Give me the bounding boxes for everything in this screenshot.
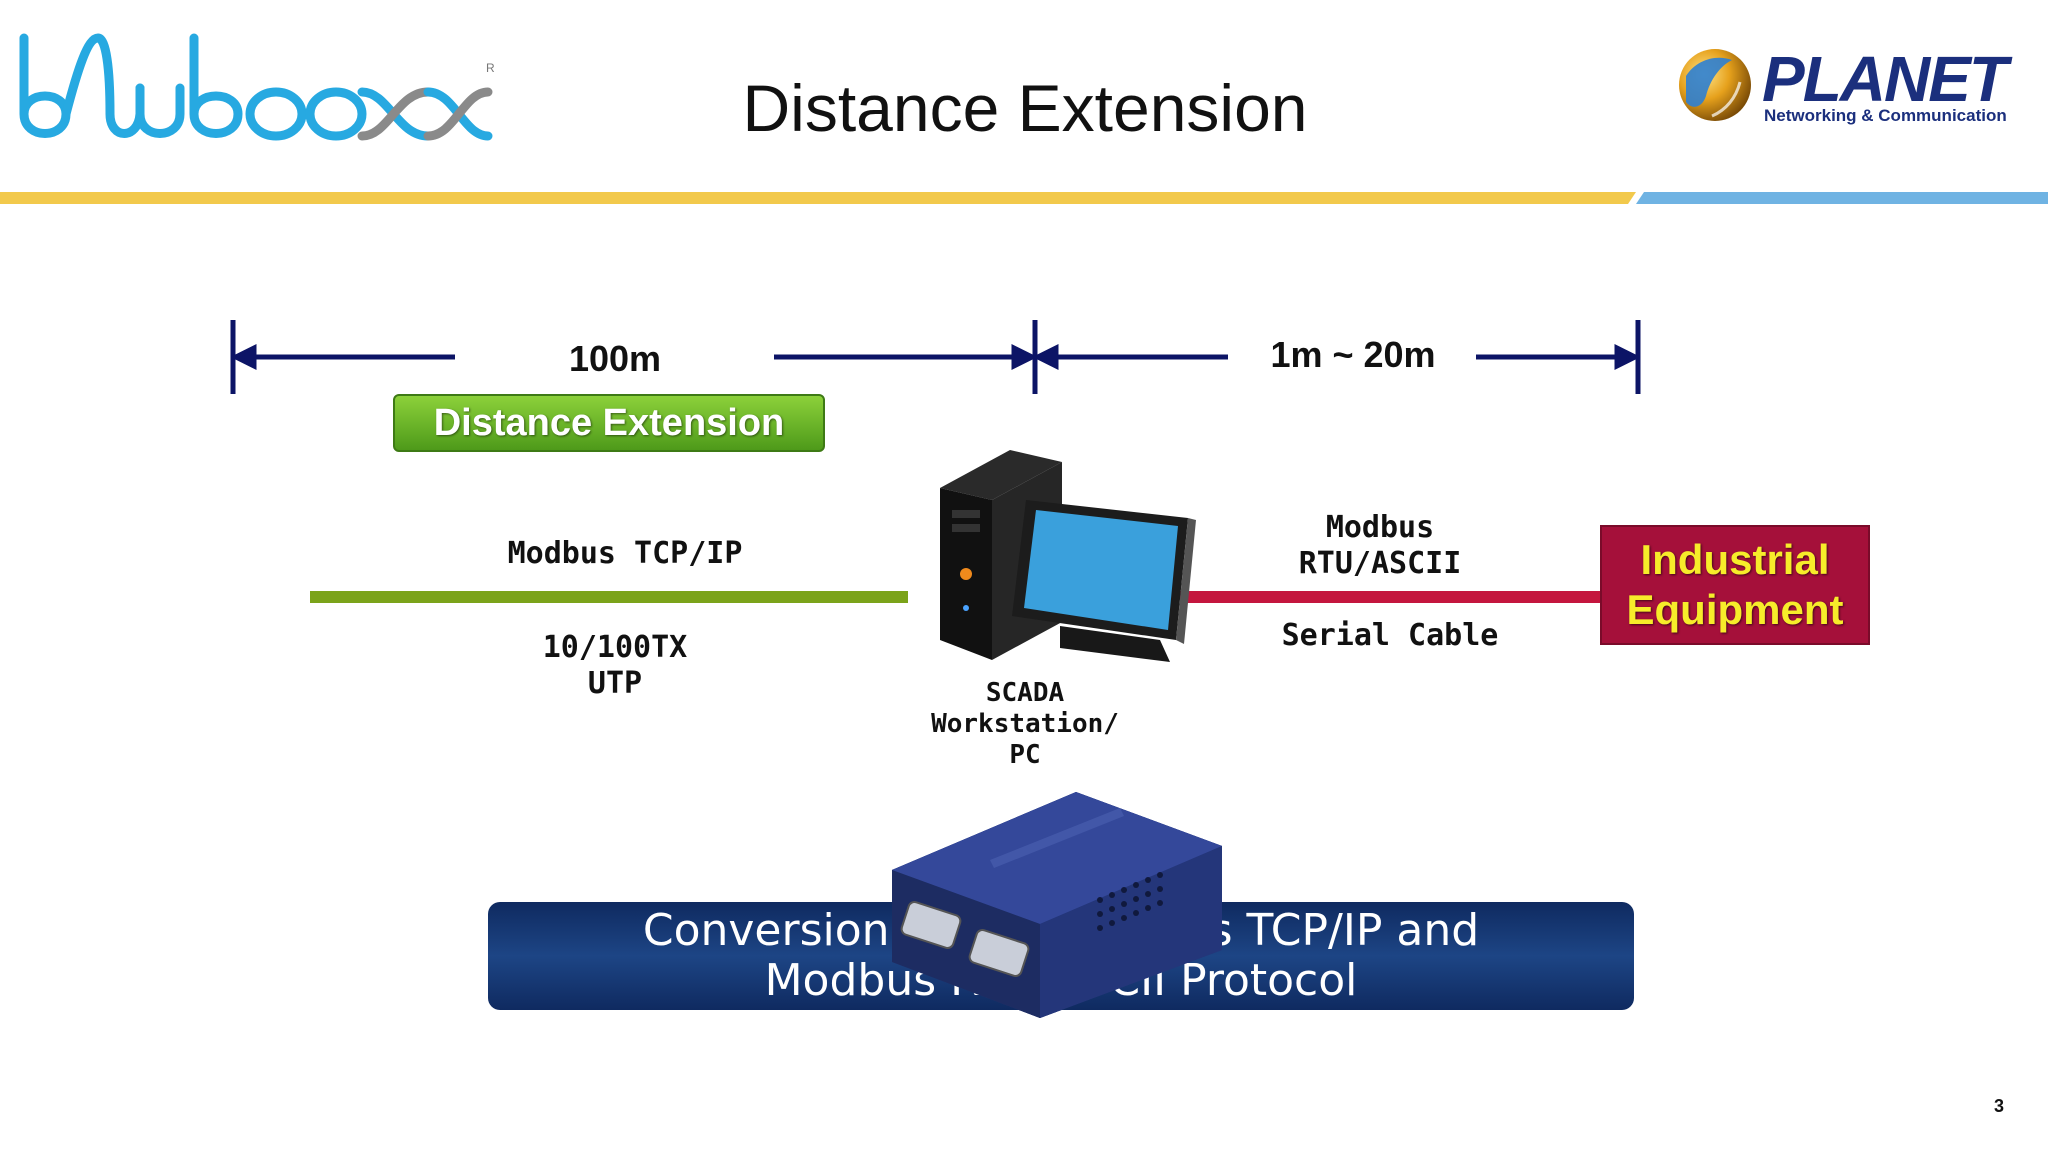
distance-extension-pill: Distance Extension [393, 394, 825, 452]
dim-label-right: 1m ~ 20m [1270, 334, 1436, 375]
arrow-right-start [1032, 343, 1059, 371]
monitor-icon [1012, 500, 1196, 662]
serial-port-1 [900, 901, 962, 949]
workstation-label: SCADA Workstation/ PC [931, 678, 1119, 770]
ethernet-cable-line [310, 591, 908, 603]
arrow-left-end [1011, 343, 1038, 371]
serial-port-2 [968, 929, 1030, 977]
planet-tagline: Networking & Communication [1764, 106, 2007, 125]
dim-label-left: 100m [568, 338, 662, 379]
header-rule [0, 192, 2048, 204]
page-title: Distance Extension [742, 71, 1308, 145]
dimension-lines [230, 320, 1641, 394]
planet-logo: PLANET Networking & Communication [1676, 43, 2008, 134]
converter-device-overlay [892, 792, 1222, 1018]
planet-globe-icon [1679, 49, 1751, 121]
registered-mark: R [486, 61, 495, 75]
serial-cable-line [1180, 591, 1602, 603]
ethernet-medium-label: 10/100TX UTP [542, 630, 688, 701]
serial-protocol-label: Modbus RTU/ASCII [1298, 510, 1462, 581]
serial-medium-label: Serial Cable [1281, 618, 1499, 653]
industrial-equipment-box: Industrial Equipment [1600, 525, 1870, 645]
planet-wordmark: PLANET [1762, 43, 2008, 115]
arrow-right-end [1614, 343, 1641, 371]
blueboxx-logo: R [19, 33, 495, 141]
page-number: 3 [1994, 1096, 2005, 1116]
arrow-left-start [230, 343, 257, 371]
ethernet-protocol-label: Modbus TCP/IP [507, 536, 743, 571]
